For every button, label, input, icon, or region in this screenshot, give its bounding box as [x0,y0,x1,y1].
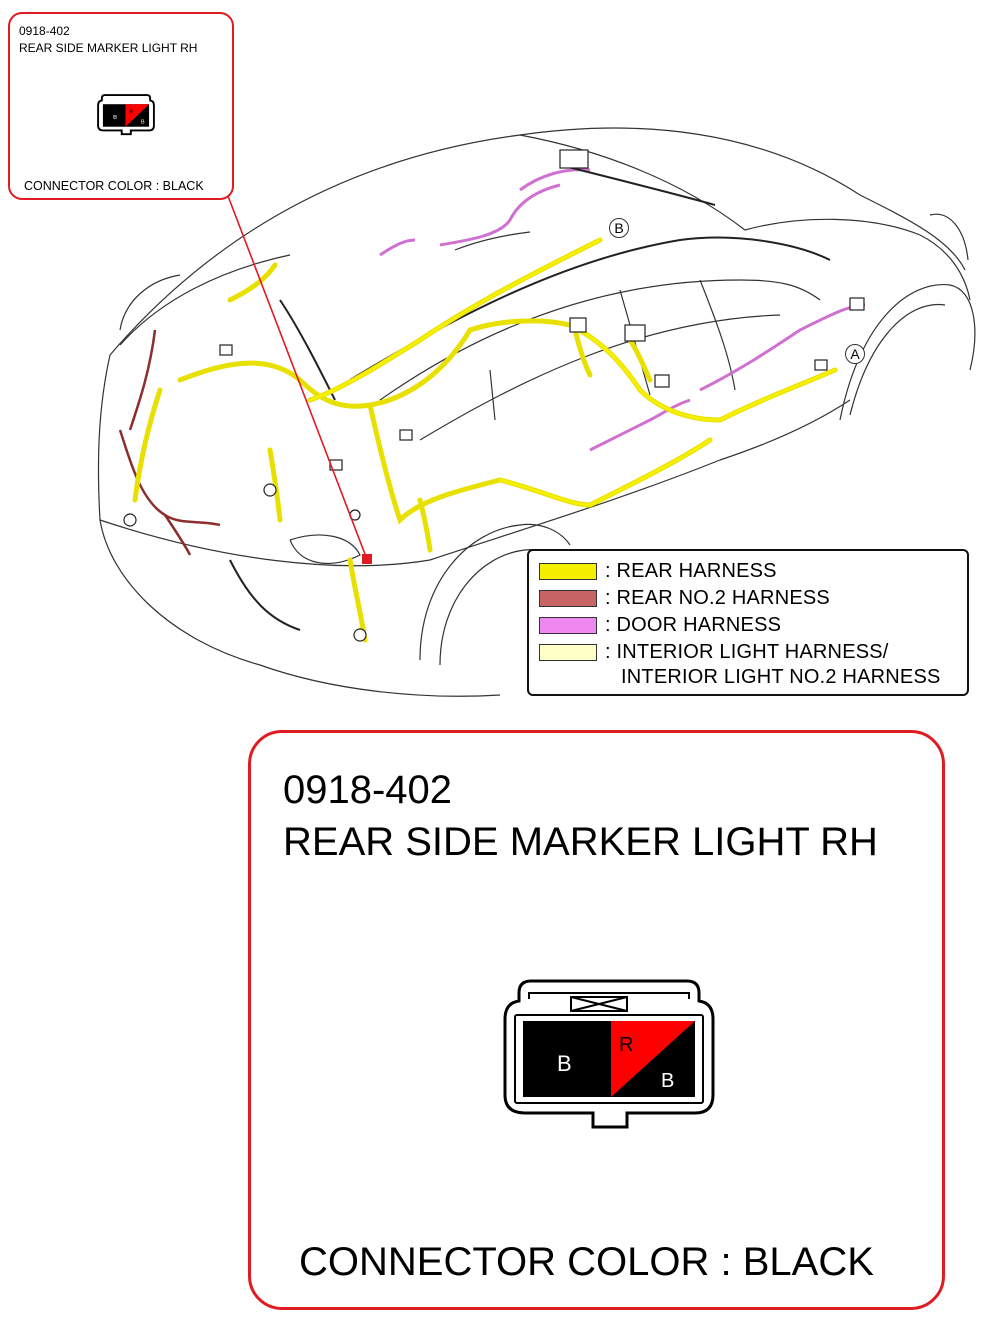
target-connector-marker [362,554,372,564]
connector-name: REAR SIDE MARKER LIGHT RH [283,820,878,864]
pin-3-label: B [661,1070,674,1092]
legend-item-rear-harness: : REAR HARNESS [539,560,777,582]
rear-harness-highlight [308,238,837,507]
legend-label: : REAR NO.2 HARNESS [605,587,830,609]
car-body-outline [97,127,976,697]
legend-swatch [539,643,597,661]
rear-no2-harness [118,329,221,556]
legend-swatch [539,562,597,580]
connector-name-small: REAR SIDE MARKER LIGHT RH [19,41,198,55]
legend-label: : INTERIOR LIGHT HARNESS/ [605,641,889,663]
connector-code: 0918-402 [283,768,453,812]
connector-callout-small: 0918-402 REAR SIDE MARKER LIGHT RH B R B… [8,12,234,200]
pin-2-label-small: R [129,109,133,115]
connector-face: B R B [503,979,715,1129]
harness-legend: : REAR HARNESS : REAR NO.2 HARNESS : DOO… [527,549,969,696]
vehicle-harness-illustration [97,127,976,697]
marker-b-label: B [609,218,629,238]
connector-color-small: CONNECTOR COLOR : BLACK [24,179,204,193]
legend-swatch [539,616,597,634]
pin-2-label: R [619,1034,633,1056]
pin-1-label: B [557,1051,572,1076]
legend-item-rear-no2-harness: : REAR NO.2 HARNESS [539,587,830,609]
door-harness [379,168,866,452]
connector-callout-large: 0918-402 REAR SIDE MARKER LIGHT RH B R B… [248,730,945,1310]
legend-item-door-harness: : DOOR HARNESS [539,614,781,636]
connector-face-small: B R B [97,94,155,136]
marker-a-label: A [845,344,865,364]
pin-3-label-small: B [141,120,145,126]
connector-color: CONNECTOR COLOR : BLACK [299,1240,874,1284]
connector-latch [570,996,628,1012]
legend-label: : DOOR HARNESS [605,614,782,636]
connector-code-small: 0918-402 [19,24,70,38]
legend-swatch [539,589,597,607]
legend-label-continuation: INTERIOR LIGHT NO.2 HARNESS [621,666,941,688]
legend-label: : REAR HARNESS [605,560,777,582]
callout-leader-line [227,195,369,563]
pin-1-label-small: B [113,115,117,121]
legend-item-interior-light-harness: : INTERIOR LIGHT HARNESS/ [539,641,889,663]
